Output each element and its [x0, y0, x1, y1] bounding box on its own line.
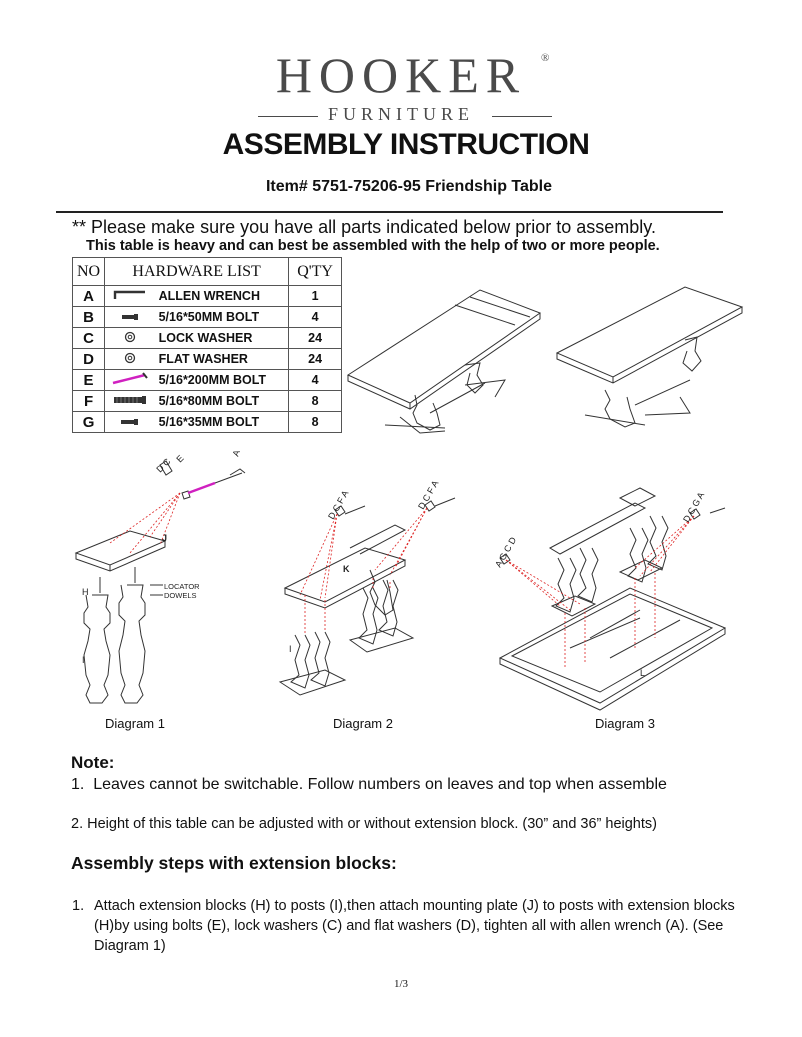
svg-text:D C F A: D C F A — [416, 479, 440, 511]
diagram-2-label: Diagram 2 — [333, 716, 393, 731]
page-title: ASSEMBLY INSTRUCTION — [222, 128, 590, 161]
prerequisite-note: ** Please make sure you have all parts i… — [72, 217, 656, 237]
steps-heading: Assembly steps with extension blocks: — [71, 853, 397, 873]
diagram-3-label: Diagram 3 — [595, 716, 655, 731]
page-number: 1/3 — [393, 978, 409, 990]
part-qty: 24 — [288, 327, 343, 349]
table-row: G 5/16*35MM BOLT 8 — [71, 411, 343, 433]
part-qty: 24 — [288, 348, 343, 370]
part-name: 5/16*50MM BOLT — [154, 306, 290, 328]
part-name: 5/16*200MM BOLT — [154, 369, 290, 391]
svg-text:A: A — [230, 449, 241, 458]
note-item-1-text: Leaves cannot be switchable. Follow numb… — [93, 776, 667, 793]
long-bolt-icon — [104, 369, 155, 391]
table-illustration-left — [346, 289, 542, 434]
part-qty: 4 — [288, 369, 343, 391]
heavy-table-warning: This table is heavy and can best be asse… — [86, 238, 660, 254]
note-item-1-number: 1. — [71, 776, 85, 793]
callout-locator: LOCATOR — [164, 582, 200, 591]
part-letter: E — [71, 369, 106, 391]
part-letter: D — [71, 348, 106, 370]
part-letter: F — [71, 390, 106, 412]
callout-i: I — [82, 655, 85, 665]
step-text: Attach extension blocks (H) to posts (I)… — [94, 898, 735, 954]
part-qty: 8 — [288, 411, 343, 433]
hardware-table: NO HARDWARE LIST Q'TY A ALLEN WRENCH 1 B… — [71, 257, 343, 433]
part-name: LOCK WASHER — [154, 327, 290, 349]
header-divider — [56, 211, 723, 213]
threaded-bolt-icon — [104, 390, 155, 412]
part-name: FLAT WASHER — [154, 348, 290, 370]
allen-wrench-icon — [104, 285, 155, 307]
washer-icon — [104, 327, 155, 349]
part-name: ALLEN WRENCH — [154, 285, 290, 307]
small-bolt-icon — [104, 411, 155, 433]
diagram-2: D C F A D C F A K I — [278, 479, 456, 696]
short-bolt-icon — [104, 306, 155, 328]
step-number: 1. — [72, 898, 85, 914]
part-letter: B — [71, 306, 106, 328]
callout-i-diagram-2: I — [289, 644, 292, 654]
registered-mark: ® — [541, 52, 550, 64]
diagram-1: D C E A J H I LOCATOR DOWELS — [74, 449, 246, 704]
svg-text:D C: D C — [154, 456, 172, 474]
callout-h: H — [82, 587, 89, 597]
header-hardware-list: HARDWARE LIST — [104, 257, 290, 286]
part-letter: A — [71, 285, 106, 307]
table-row: B 5/16*50MM BOLT 4 — [71, 306, 343, 328]
diagram-1-label: Diagram 1 — [105, 716, 165, 731]
hardware-table-header: NO HARDWARE LIST Q'TY — [71, 257, 343, 286]
item-number: Item# 5751-75206-95 Friendship Table — [265, 178, 553, 195]
diagram-3: A G C D D C G A L — [493, 487, 727, 711]
part-name: 5/16*35MM BOLT — [154, 411, 290, 433]
table-row: F 5/16*80MM BOLT 8 — [71, 390, 343, 412]
table-row: C LOCK WASHER 24 — [71, 327, 343, 349]
part-name: 5/16*80MM BOLT — [154, 390, 290, 412]
assembled-table-illustrations — [346, 286, 744, 434]
washer-icon — [104, 348, 155, 370]
logo-rule-left — [258, 116, 318, 117]
logo-rule-right — [492, 116, 552, 117]
table-illustration-right — [555, 286, 744, 428]
brand-subtitle: FURNITURE — [327, 104, 474, 124]
callout-l: L — [640, 668, 645, 678]
callout-dowels: DOWELS — [164, 591, 197, 600]
part-letter: C — [71, 327, 106, 349]
svg-text:D C F A: D C F A — [326, 489, 350, 521]
callout-k: K — [343, 564, 350, 574]
header-qty: Q'TY — [288, 257, 343, 286]
table-row: D FLAT WASHER 24 — [71, 348, 343, 370]
note-item-1: 1. Leaves cannot be switchable. Follow n… — [71, 776, 667, 794]
part-qty: 4 — [288, 306, 343, 328]
table-row: E 5/16*200MM BOLT 4 — [71, 369, 343, 391]
header-no: NO — [71, 257, 106, 286]
svg-text:A G C D: A G C D — [493, 535, 518, 569]
brand-logo: HOOKER — [275, 47, 527, 103]
callout-j: J — [162, 533, 167, 543]
note-item-2: 2. Height of this table can be adjusted … — [71, 816, 657, 832]
notes-heading: Note: — [71, 753, 115, 772]
part-letter: G — [71, 411, 106, 433]
part-qty: 1 — [288, 285, 343, 307]
part-qty: 8 — [288, 390, 343, 412]
svg-text:E: E — [174, 453, 185, 464]
table-row: A ALLEN WRENCH 1 — [71, 285, 343, 307]
